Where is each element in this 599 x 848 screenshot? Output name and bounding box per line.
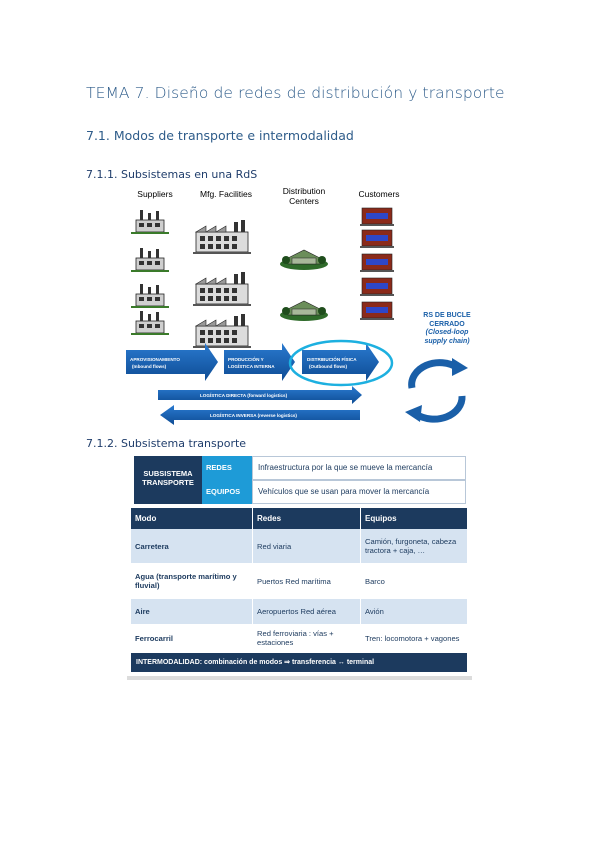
cell-equipos: Avión [361,599,467,624]
arrow-label-aprov-sub: (Inbound flows) [132,364,167,369]
arrow-label-dist: DISTRIBUCIÓN FÍSICA [307,355,357,362]
cell-equipos: Barco [361,563,467,599]
cell-modo: Agua (transporte marítimo y fluvial) [131,563,253,599]
column-suppliers: Suppliers [137,189,173,199]
subsystem-box: SUBSISTEMA TRANSPORTE REDES Infraestruct… [134,456,466,504]
subsystem-title: SUBSISTEMA TRANSPORTE [134,456,202,504]
table-shadow-divider [127,676,472,680]
closed-loop-label: RS DE BUCLE CERRADO (Closed-loop supply … [423,312,471,345]
cell-equipos: Tren: locomotora + vagones [361,624,467,652]
arrow-label-inversa: LOGÍSTICA INVERSA (reverse logistics) [210,411,297,418]
arrow-label-directa: LOGÍSTICA DIRECTA (forward logistics) [200,391,288,398]
subsection-heading-rds: 7.1.1. Subsistemas en una RdS [86,168,258,181]
table-row: Agua (transporte marítimo y fluvial) Pue… [131,563,467,599]
arrow-label-dist-sub: (Outbound flows) [309,364,347,369]
equipos-description: Vehículos que se usan para mover la merc… [252,480,466,504]
table-header-row: Modo Redes Equipos [131,508,467,529]
cell-equipos: Camión, furgoneta, cabeza tractora + caj… [361,529,467,563]
cell-redes: Puertos Red marítima [253,563,361,599]
table-row: Aire Aeropuertos Red aérea Avión [131,599,467,624]
redes-description: Infraestructura por la que se mueve la m… [252,456,466,480]
cell-redes: Aeropuertos Red aérea [253,599,361,624]
column-distribution-centers: Distribution Centers [282,186,326,206]
page-title: TEMA 7. Diseño de redes de distribución … [86,84,505,102]
section-heading: 7.1. Modos de transporte e intermodalida… [86,128,354,143]
arrow-label-prod: PRODUCCIÓN Y [228,355,264,362]
subsection-heading-transporte: 7.1.2. Subsistema transporte [86,437,247,450]
table-row: Carretera Red viaria Camión, furgoneta, … [131,529,467,563]
arrow-label-prod2: LOGÍSTICA INTERNA [228,362,275,369]
redes-tag: REDES [202,456,252,480]
cell-modo: Ferrocarril [131,624,253,652]
cell-modo: Carretera [131,529,253,563]
column-customers: Customers [358,189,400,199]
header-equipos: Equipos [361,508,467,529]
header-modo: Modo [131,508,253,529]
cell-redes: Red viaria [253,529,361,563]
equipos-tag: EQUIPOS [202,480,252,504]
header-redes: Redes [253,508,361,529]
transport-modes-table: Modo Redes Equipos Carretera Red viaria … [131,508,467,672]
arrow-label-aprov: APROVISIONAMIENTO [130,357,180,362]
column-mfg-facilities: Mfg. Facilities [200,189,252,199]
table-row: Ferrocarril Red ferroviaria : vías + est… [131,624,467,652]
cell-redes: Red ferroviaria : vías + estaciones [253,624,361,652]
intermodalidad-footer: INTERMODALIDAD: combinación de modos ⇒ t… [131,653,467,672]
cell-modo: Aire [131,599,253,624]
